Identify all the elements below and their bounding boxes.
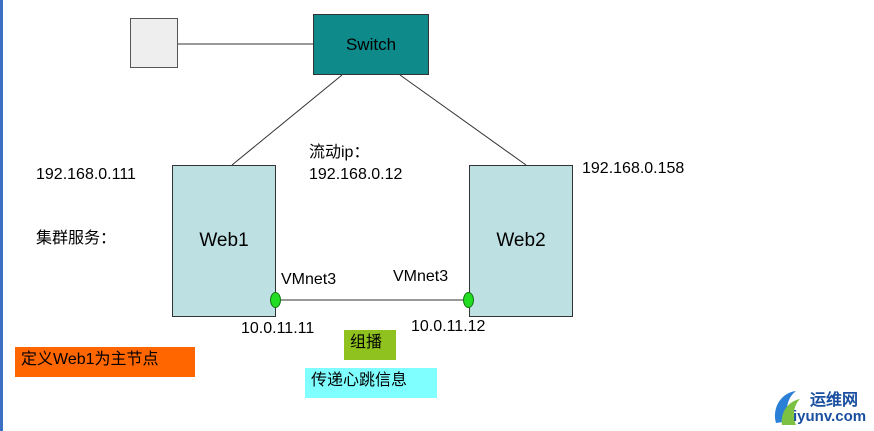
web2-ip: 192.168.0.158 <box>582 160 685 177</box>
floating-ip-value: 192.168.0.12 <box>309 166 403 183</box>
primary-node-tag: 定义Web1为主节点 <box>15 347 195 377</box>
floating-ip-label: 流动ip： <box>309 144 370 161</box>
web2-nic-ip: 10.0.11.12 <box>411 318 486 335</box>
web1-nic-label: VMnet3 <box>281 271 337 288</box>
web2-label: Web2 <box>496 230 546 251</box>
switch-web1-link <box>231 74 343 166</box>
watermark-url: iyunv.com <box>793 408 867 425</box>
web2-server: Web2 <box>469 165 573 317</box>
web1-server: Web1 <box>172 165 276 317</box>
web1-label: Web1 <box>199 230 249 251</box>
switch-web2-link <box>399 74 527 166</box>
left-border <box>0 0 3 431</box>
host-node <box>130 18 178 68</box>
web1-nic-ip: 10.0.11.11 <box>241 320 315 337</box>
web1-nic-port <box>270 292 281 308</box>
web2-nic-port <box>463 292 474 308</box>
cluster-service-label: 集群服务： <box>36 230 117 247</box>
heartbeat-tag: 传递心跳信息 <box>305 368 437 398</box>
multicast-tag: 组播 <box>344 330 396 360</box>
web1-ip: 192.168.0.111 <box>36 166 136 183</box>
web2-nic-label: VMnet3 <box>393 268 449 285</box>
watermark-logo-icon <box>774 391 800 425</box>
watermark-name: 运维网 <box>810 392 859 409</box>
switch-node: Switch <box>313 14 429 75</box>
switch-label: Switch <box>345 34 397 54</box>
